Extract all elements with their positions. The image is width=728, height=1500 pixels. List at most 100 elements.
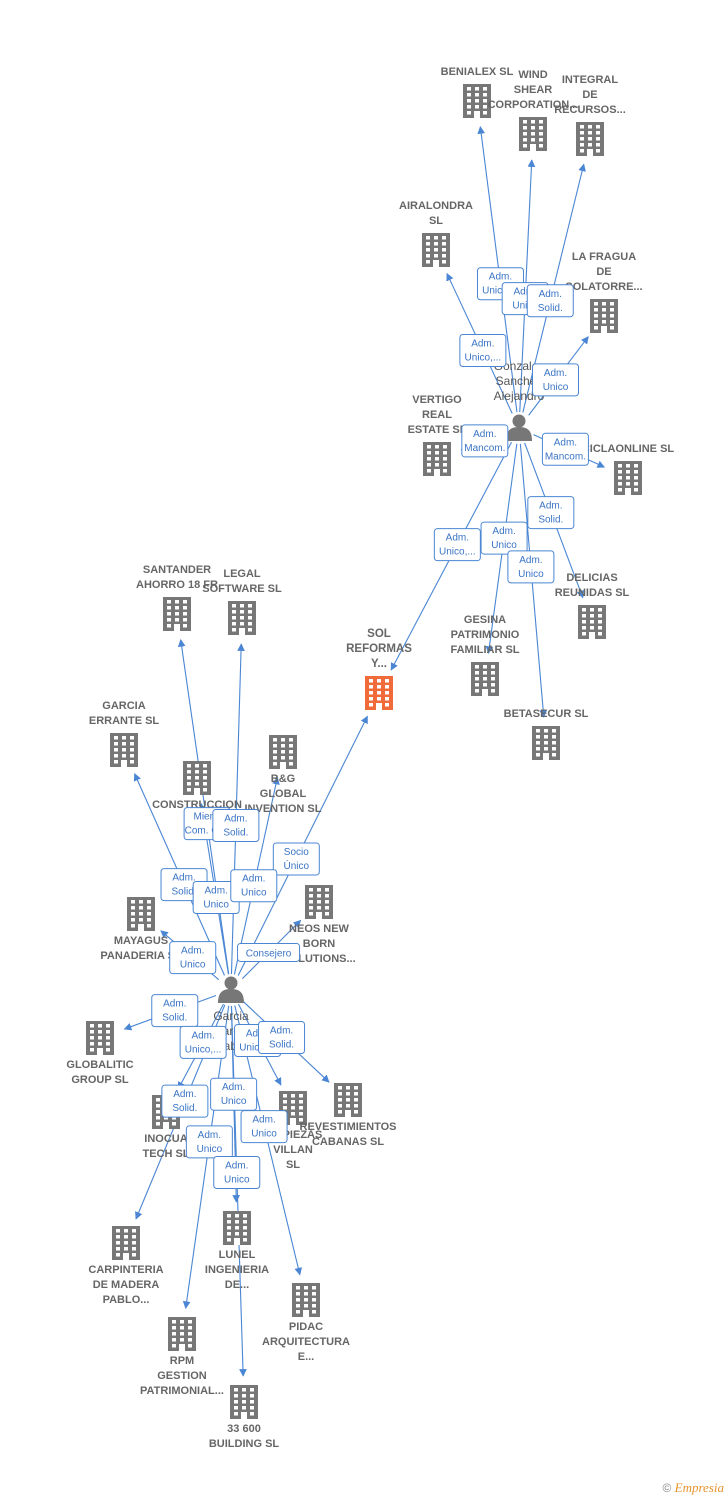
role-badge-box xyxy=(272,842,320,876)
role-badge-inocua[interactable]: Adm.Unico,... xyxy=(179,1025,227,1059)
role-text: Adm. xyxy=(198,1130,221,1141)
node-label: DE MADERA xyxy=(93,1279,160,1291)
role-badge-legal[interactable]: Adm.Solid. xyxy=(212,808,260,842)
role-badge-ciclaonline[interactable]: Adm.Mancom. xyxy=(541,432,589,466)
footer-brand[interactable]: © Empresia xyxy=(662,1480,724,1496)
node-integral[interactable]: INTEGRALDERECURSOS... xyxy=(554,74,626,156)
role-badge-box xyxy=(179,1025,227,1059)
person-icon xyxy=(506,414,532,441)
node-label: GARCIA xyxy=(102,700,145,712)
role-text: Unico,... xyxy=(239,1043,276,1054)
building-icon xyxy=(578,605,606,639)
building-icon xyxy=(86,1021,114,1055)
role-text: Adm. xyxy=(471,339,494,350)
role-badge-revest[interactable]: Adm.Solid. xyxy=(258,1021,306,1055)
node-label: Alejandro xyxy=(494,389,545,403)
node-label: DE... xyxy=(225,1279,249,1291)
node-label: NEOS NEW xyxy=(289,923,350,935)
role-text: Adm. xyxy=(246,1029,269,1040)
node-label: 33 600 xyxy=(227,1423,261,1435)
role-badge-box xyxy=(213,1156,261,1190)
node-lunel[interactable]: LUNELINGENIERIADE... xyxy=(205,1211,269,1291)
node-rpm[interactable]: RPMGESTIONPATRIMONIAL... xyxy=(140,1317,224,1397)
role-badge-airalondra[interactable]: Adm.Unico,... xyxy=(459,334,507,368)
role-text: Unico xyxy=(197,1144,223,1155)
role-text: Adm. xyxy=(172,873,195,884)
node-wind[interactable]: WINDSHEARCORPORATION... xyxy=(488,69,579,151)
role-text: Solid. xyxy=(172,887,197,898)
role-badge-box xyxy=(461,424,509,458)
role-badge-globalitic[interactable]: Adm.Solid. xyxy=(151,994,199,1028)
copyright-mark: © xyxy=(662,1481,672,1495)
node-label: LEGAL xyxy=(223,568,261,580)
node-ciclaonline[interactable]: CICLAONLINE SL xyxy=(582,443,675,495)
role-badge-betasecur[interactable]: Adm.Unico xyxy=(507,550,555,584)
role-text: Unico xyxy=(180,960,206,971)
role-badge-box xyxy=(230,869,278,903)
role-badge-b33600[interactable]: Adm.Unico xyxy=(213,1156,261,1190)
node-label: REUNIDAS SL xyxy=(555,587,630,599)
node-neos[interactable]: NEOS NEWBORNSOLUTIONS... xyxy=(282,885,356,965)
node-pidac[interactable]: PIDACARQUITECTURAE... xyxy=(262,1283,350,1363)
node-label: LA FRAGUA xyxy=(572,251,636,263)
edge-p2-legal xyxy=(230,643,245,975)
role-badge-gesina[interactable]: Adm.Unico xyxy=(480,521,528,555)
role-badge-lunel[interactable]: Adm.Unico xyxy=(210,1077,258,1111)
node-label: GESINA xyxy=(464,614,506,626)
building-icon xyxy=(423,442,451,476)
roles-layer: Adm.Unico,...Adm.UnicoAdm.Solid.Adm.Unic… xyxy=(151,267,589,1190)
role-text: Solid. xyxy=(538,303,563,314)
role-badge-fragua[interactable]: Adm.Unico xyxy=(531,363,579,397)
node-betasecur[interactable]: BETASECUR SL xyxy=(504,708,589,760)
building-icon xyxy=(183,761,211,795)
role-text: Adm. xyxy=(252,1115,275,1126)
role-badge-mayagus[interactable]: Adm.Unico xyxy=(169,941,217,975)
role-text: Unico xyxy=(203,899,229,910)
building-icon xyxy=(228,601,256,635)
node-label: SL xyxy=(429,215,443,227)
role-badge-sol[interactable]: Adm.Unico,... xyxy=(433,528,481,562)
building-icon xyxy=(305,885,333,919)
role-text: Unico,... xyxy=(439,547,476,558)
role-badge-delicias[interactable]: Adm.Solid. xyxy=(527,496,575,530)
role-badge-carpinteria[interactable]: Adm.Solid. xyxy=(161,1084,209,1118)
role-text: Adm. xyxy=(204,885,227,896)
building-icon xyxy=(422,233,450,267)
node-sol[interactable]: SOLREFORMASY... xyxy=(346,628,412,710)
role-badge-integral[interactable]: Adm.Solid. xyxy=(526,284,574,318)
role-text: Unico xyxy=(224,1175,250,1186)
node-benialex[interactable]: BENIALEX SL xyxy=(441,66,514,118)
node-label: ARQUITECTURA xyxy=(262,1336,350,1348)
role-text: Unico,... xyxy=(482,286,519,297)
node-fragua[interactable]: LA FRAGUADESOLATORRE... xyxy=(565,251,643,333)
node-label: BENIALEX SL xyxy=(441,66,514,78)
node-label: DE xyxy=(582,89,597,101)
node-label: TECH SL xyxy=(142,1148,189,1160)
role-badge-rpm[interactable]: Adm. Unico xyxy=(185,1125,233,1159)
node-label: Sanchez xyxy=(496,374,543,388)
role-badge-box xyxy=(237,942,301,962)
role-badge-pidac[interactable]: Adm.Unico xyxy=(240,1110,288,1144)
role-badge-neos[interactable]: Consejero xyxy=(237,942,301,962)
node-label: PANADERIA SL xyxy=(100,950,182,962)
role-badge-construc[interactable]: Adm. Unico xyxy=(192,880,240,914)
role-badge-bg[interactable]: Adm.Unico xyxy=(230,869,278,903)
role-badge-vertigo[interactable]: Adm.Mancom. xyxy=(461,424,509,458)
node-label: AHORRO 18 FR xyxy=(136,579,218,591)
